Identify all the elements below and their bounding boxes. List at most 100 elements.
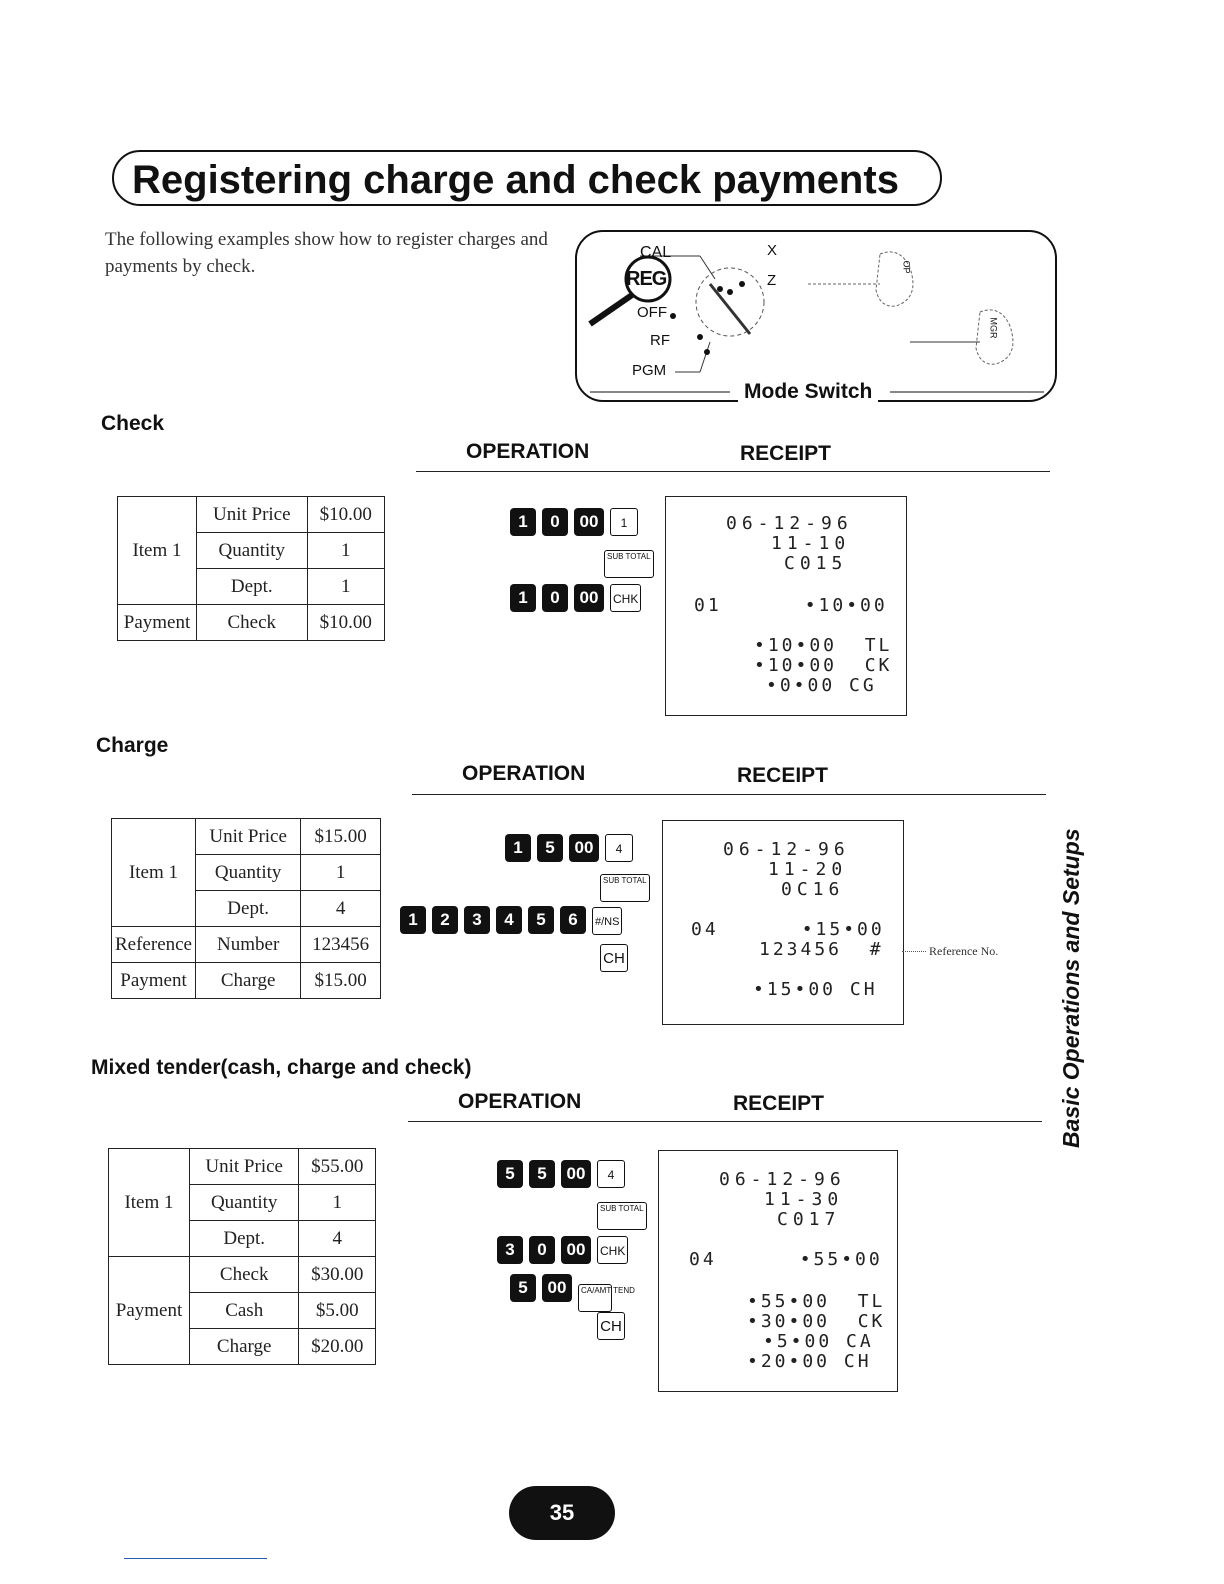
reference-note: Reference No. bbox=[929, 944, 999, 958]
numeric-key: 5 bbox=[537, 834, 563, 862]
numeric-key: 0 bbox=[529, 1236, 555, 1264]
numeric-key: 0 bbox=[542, 508, 568, 536]
op-row: SUB TOTAL bbox=[604, 546, 654, 578]
cell: 1 bbox=[306, 568, 386, 605]
receipt-line: C015 bbox=[784, 553, 848, 574]
footer-line bbox=[124, 1558, 267, 1559]
cell: Cash bbox=[188, 1292, 300, 1329]
mgr-key-label: MGR bbox=[988, 317, 999, 339]
mode-pgm: PGM bbox=[632, 362, 667, 379]
cell: Quantity bbox=[188, 1184, 300, 1221]
receipt-line: 01 •10•00 bbox=[694, 595, 888, 616]
charge-key: CH bbox=[597, 1312, 625, 1340]
numeric-key: 1 bbox=[510, 584, 536, 612]
cell: $55.00 bbox=[298, 1148, 376, 1185]
receipt-line: •10•00 CK bbox=[754, 655, 893, 676]
numeric-key: 5 bbox=[528, 906, 554, 934]
numeric-key: 00 bbox=[542, 1274, 572, 1302]
receipt-line: 11-20 bbox=[768, 859, 848, 880]
check-key: CHK bbox=[610, 584, 642, 612]
receipt-line: 123456 # bbox=[759, 939, 884, 960]
cell: $15.00 bbox=[300, 818, 381, 855]
cell: Charge bbox=[194, 962, 302, 999]
receipt-line: •20•00 CH bbox=[747, 1351, 872, 1372]
op-key-label: OP bbox=[901, 260, 912, 274]
cell: Check bbox=[196, 604, 308, 641]
cell: 1 bbox=[298, 1184, 376, 1221]
cell: Unit Price bbox=[196, 496, 308, 533]
section-rule bbox=[416, 471, 1050, 472]
subtotal-key: SUB TOTAL bbox=[604, 550, 654, 578]
item-table-mixed: Item 1 Unit Price $55.00 Quantity 1 Dept… bbox=[108, 1148, 376, 1365]
check-key: CHK bbox=[597, 1236, 629, 1264]
numeric-key: 00 bbox=[574, 508, 604, 536]
cash-amt-tend-key: CA/AMT TEND bbox=[578, 1284, 635, 1312]
mode-switch-illustration bbox=[588, 251, 1044, 393]
cell: Number bbox=[194, 926, 302, 963]
cell: $10.00 bbox=[306, 604, 386, 641]
cell: $15.00 bbox=[300, 962, 381, 999]
numeric-key: 00 bbox=[561, 1160, 591, 1188]
cell: Unit Price bbox=[188, 1148, 300, 1185]
numeric-key: 2 bbox=[432, 906, 458, 934]
mode-x: X bbox=[767, 242, 778, 259]
cell: Charge bbox=[188, 1328, 300, 1365]
page-title: Registering charge and check payments bbox=[112, 150, 942, 206]
cell: 1 bbox=[306, 532, 386, 569]
cell: $5.00 bbox=[298, 1292, 376, 1329]
cell: $20.00 bbox=[298, 1328, 376, 1365]
mode-reg: REG bbox=[626, 268, 667, 290]
receipt-line: •30•00 CK bbox=[747, 1311, 886, 1332]
dept-key: 4 bbox=[597, 1160, 625, 1188]
cell: Dept. bbox=[196, 568, 308, 605]
section-title-mixed: Mixed tender(cash, charge and check) bbox=[91, 1056, 472, 1079]
op-row: SUB TOTAL bbox=[600, 870, 650, 902]
cell: Reference bbox=[111, 926, 196, 963]
operation-header: OPERATION bbox=[462, 762, 586, 785]
page-number: 35 bbox=[509, 1486, 615, 1540]
numeric-key: 6 bbox=[560, 906, 586, 934]
numeric-key: 1 bbox=[400, 906, 426, 934]
cell: Quantity bbox=[194, 854, 302, 891]
receipt-line: 06-12-96 bbox=[723, 839, 850, 860]
receipt-mixed: 06-12-96 11-30 C017 04 •55•00 •55•00 TL … bbox=[658, 1150, 898, 1392]
numeric-key: 00 bbox=[574, 584, 604, 612]
receipt-line: 06-12-96 bbox=[726, 513, 853, 534]
section-title-charge: Charge bbox=[96, 734, 169, 757]
numeric-key: 5 bbox=[529, 1160, 555, 1188]
cell: Item 1 bbox=[111, 818, 196, 927]
mode-switch-label: Mode Switch bbox=[738, 380, 879, 404]
cell: $10.00 bbox=[306, 496, 386, 533]
subtotal-key: SUB TOTAL bbox=[597, 1202, 647, 1230]
section-rule bbox=[408, 1121, 1042, 1122]
receipt-line: 04 •55•00 bbox=[689, 1249, 883, 1270]
cell: 1 bbox=[300, 854, 381, 891]
op-row: CH bbox=[597, 1312, 625, 1340]
dept-key: 1 bbox=[610, 508, 638, 536]
receipt-charge: 06-12-96 11-20 0C16 04 •15•00 123456 # •… bbox=[662, 820, 904, 1025]
cell: Payment bbox=[108, 1256, 190, 1365]
receipt-line: 11-30 bbox=[764, 1189, 844, 1210]
cell: Dept. bbox=[194, 890, 302, 927]
numeric-key: 00 bbox=[569, 834, 599, 862]
cell: Item 1 bbox=[117, 496, 197, 605]
receipt-line: •15•00 CH bbox=[753, 979, 878, 1000]
receipt-line: 0C16 bbox=[781, 879, 845, 900]
numeric-key: 00 bbox=[561, 1236, 591, 1264]
cell: 4 bbox=[298, 1220, 376, 1257]
cell: $30.00 bbox=[298, 1256, 376, 1293]
section-title-check: Check bbox=[101, 412, 165, 435]
op-row: SUB TOTAL bbox=[597, 1198, 647, 1230]
receipt-line: 11-10 bbox=[771, 533, 851, 554]
mode-rf: RF bbox=[650, 332, 670, 349]
op-row: CH bbox=[600, 944, 628, 972]
receipt-line: 04 •15•00 bbox=[691, 919, 885, 940]
cell: Check bbox=[188, 1256, 300, 1293]
numeric-key: 3 bbox=[464, 906, 490, 934]
intro-text: The following examples show how to regis… bbox=[105, 229, 548, 277]
